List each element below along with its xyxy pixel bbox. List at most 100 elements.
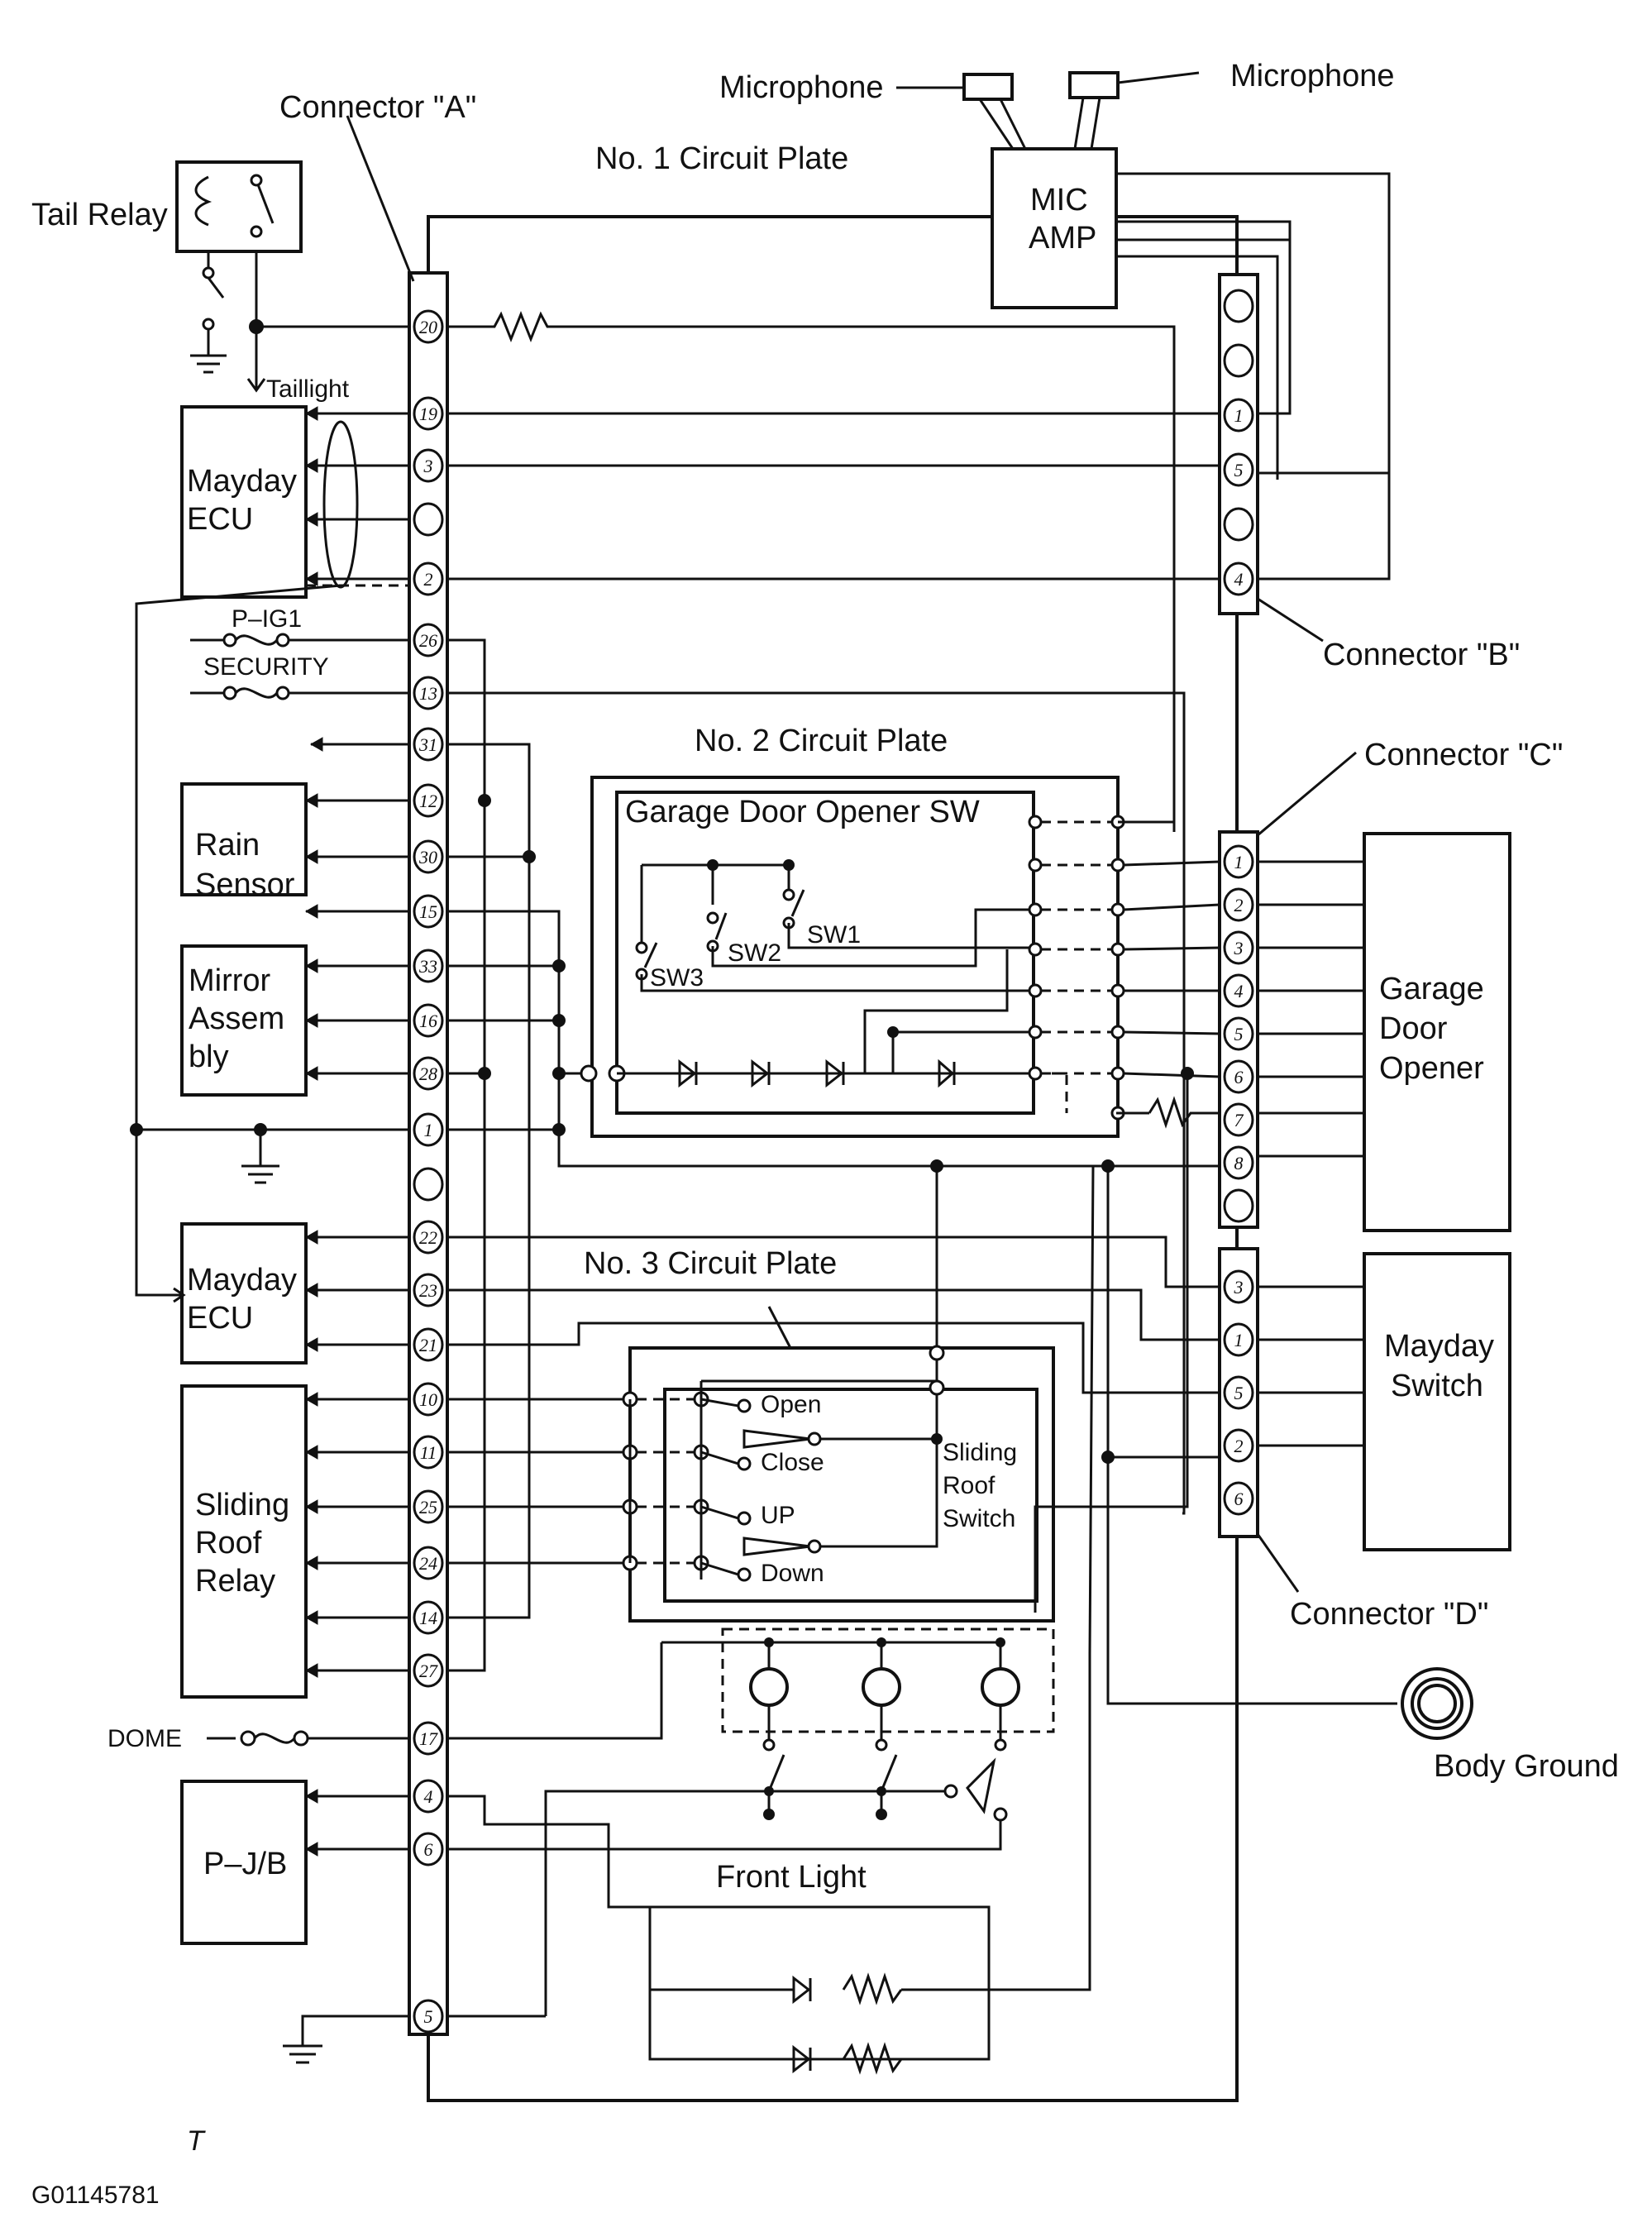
connector-a-pin-number: 10 — [419, 1389, 437, 1410]
connector-a-pin-number: 2 — [424, 569, 433, 590]
garage-door-opener-label-3: Opener — [1379, 1051, 1484, 1086]
connector-d-pin — [1223, 1322, 1254, 1357]
sw2-label: SW2 — [728, 939, 781, 967]
connector-a-strip — [408, 271, 449, 2036]
dome-label: DOME — [107, 1725, 182, 1752]
garage-door-opener-box — [1363, 832, 1511, 1232]
connector-c-pin — [1223, 844, 1254, 879]
tail-relay-box — [175, 160, 303, 253]
connector-a-pin — [413, 1832, 444, 1866]
up-label: UP — [761, 1502, 795, 1529]
connector-d-pin — [1223, 1269, 1254, 1304]
connector-a-pin — [413, 1779, 444, 1814]
plate-2-terminals — [1028, 815, 1220, 1121]
mayday-switch-label-2: Switch — [1391, 1369, 1483, 1403]
ground-icon-tail — [190, 329, 227, 374]
connector-a-pin-number: 19 — [419, 404, 437, 424]
circuit-plate-1-outline — [427, 215, 1239, 2102]
connector-c-pin — [1223, 1016, 1254, 1051]
connector-c-pin — [1223, 1102, 1254, 1137]
mic-amp-label-2: AMP — [1029, 221, 1096, 256]
led-icon-2 — [751, 1059, 771, 1088]
front-light-switch-icon — [966, 1757, 996, 1814]
connector-c-pin-number: 6 — [1234, 1067, 1244, 1087]
connector-c-pin-number: 8 — [1234, 1153, 1244, 1173]
taillight-label: Taillight — [266, 375, 350, 403]
mayday-ecu-bottom-box — [180, 1222, 308, 1365]
connector-b-pin-number: 5 — [1234, 460, 1244, 480]
connector-a-pin — [413, 1999, 444, 2034]
connector-a-pin-number: 22 — [419, 1227, 437, 1248]
connector-a-pin — [413, 839, 444, 874]
open-label: Open — [761, 1391, 821, 1418]
led-icon-5 — [792, 1975, 812, 2005]
connector-a-pin-number: 16 — [419, 1011, 437, 1031]
connector-d-pin-number: 6 — [1234, 1489, 1244, 1509]
connector-a-pin-number: 23 — [419, 1280, 437, 1301]
sliding-roof-switch-label-3: Switch — [943, 1505, 1015, 1532]
connector-b-label: Connector "B" — [1323, 638, 1520, 672]
connector-a-pin — [413, 623, 444, 657]
bulb-icon-3 — [981, 1667, 1020, 1707]
connector-a-pin-number: 1 — [424, 1120, 433, 1140]
connector-a-pin-number: 20 — [419, 317, 437, 337]
connector-a-pin — [413, 727, 444, 762]
connector-a-pin-number: 5 — [424, 2006, 433, 2027]
garage-door-opener-label-1: Garage — [1379, 972, 1484, 1006]
connector-d-label: Connector "D" — [1290, 1597, 1488, 1632]
connector-a-label: Connector "A" — [279, 90, 476, 125]
connector-a-pin — [413, 894, 444, 929]
plate-3-terminals — [447, 1379, 937, 1582]
connector-a-pin-number: 15 — [419, 901, 437, 922]
connector-a-leader — [346, 115, 415, 282]
connector-a-pin — [413, 949, 444, 983]
connector-d-pin-number: 2 — [1234, 1436, 1244, 1456]
mic-amp-box — [991, 147, 1118, 309]
connector-b-pin-number: 4 — [1234, 569, 1244, 590]
connector-a-pin — [413, 1546, 444, 1580]
connector-a-pins: 2019322613311230153316281222321101125241… — [413, 309, 444, 2034]
microphone-right-label: Microphone — [1230, 59, 1395, 93]
connector-a-pin-number: 3 — [423, 456, 433, 476]
mayday-switch-box — [1363, 1252, 1511, 1551]
bulb-icon-1 — [749, 1667, 789, 1707]
mirror-assembly-label-3: bly — [189, 1040, 229, 1074]
connector-a-pin-number: 13 — [419, 683, 437, 704]
sliding-roof-switch-box — [663, 1388, 1038, 1603]
connector-a-pin — [413, 309, 444, 344]
connector-a-pin-number: 26 — [419, 630, 437, 651]
connector-a-pin — [413, 676, 444, 710]
connector-a-pin-number: 31 — [418, 734, 437, 755]
connector-a-pin — [413, 1721, 444, 1756]
connector-d-pin-number: 5 — [1234, 1383, 1244, 1403]
connector-c-leader — [1257, 751, 1357, 837]
connector-c-pin-number: 3 — [1234, 938, 1244, 958]
sliding-roof-relay-box — [180, 1384, 308, 1699]
connector-a-pin — [413, 502, 444, 537]
connector-a-pin-number: 4 — [424, 1786, 433, 1807]
connector-d-pin — [1223, 1481, 1254, 1516]
body-ground-icon — [1401, 1667, 1473, 1740]
mayday-ecu-top-label-2: ECU — [187, 502, 253, 537]
connector-b-pin — [1223, 343, 1254, 378]
connector-a-pin — [413, 1489, 444, 1524]
connector-a-pin-number: 11 — [420, 1442, 437, 1463]
left-wires — [304, 406, 1220, 1857]
connector-b-pin — [1223, 289, 1254, 323]
connector-a-pin-number: 14 — [419, 1608, 437, 1628]
connector-b-pin — [1223, 562, 1254, 596]
circuit-plate-1-label: No. 1 Circuit Plate — [595, 141, 848, 176]
resistor-icon-2 — [1116, 1096, 1220, 1129]
front-light-label: Front Light — [716, 1860, 867, 1895]
mirror-assembly-label-1: Mirror — [189, 963, 271, 998]
connector-d-pin-number: 3 — [1234, 1277, 1244, 1298]
connector-a-pin — [413, 1327, 444, 1362]
connector-c-pin — [1223, 887, 1254, 922]
sliding-roof-relay-label-3: Relay — [195, 1564, 275, 1599]
connector-b-pin — [1223, 507, 1254, 542]
garage-door-opener-sw-label: Garage Door Opener SW — [625, 795, 980, 829]
connector-a-pin-number: 12 — [419, 791, 437, 811]
mirror-assembly-box — [180, 944, 308, 1097]
